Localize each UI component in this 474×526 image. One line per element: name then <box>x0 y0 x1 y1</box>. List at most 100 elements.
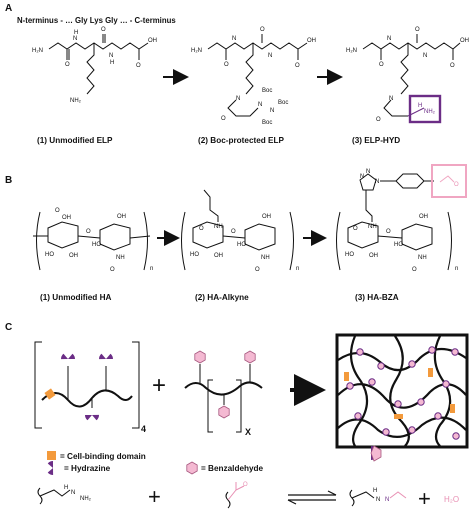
atom-label: OH <box>369 253 378 259</box>
atom-label: O <box>450 63 455 69</box>
cell-binding-swatch <box>47 451 56 460</box>
atom-label: H <box>373 488 377 494</box>
atom-label: O <box>110 267 115 273</box>
atom-label: HO <box>45 252 54 258</box>
ha-alkyne-structure: NH O O HO OH HO OH NH O n <box>181 189 299 273</box>
atom-label: NH <box>214 224 223 230</box>
atom-label: OH <box>419 214 428 220</box>
hydrogel-network <box>335 333 469 449</box>
repeat-n: n <box>455 266 458 272</box>
atom-label: O <box>415 27 420 33</box>
atom-label: N <box>375 179 379 185</box>
atom-label: N <box>387 36 391 42</box>
atom-label: N <box>360 174 364 180</box>
atom-label: H₂N <box>346 48 357 54</box>
benzaldehyde-highlight-box <box>431 164 467 198</box>
atom-label: N <box>270 108 274 114</box>
atom-label: N <box>232 36 236 42</box>
caption-boc-protected-elp: (2) Boc-protected ELP <box>198 136 285 145</box>
crosslink-equation: H N NH₂ + O H N N + H₂O <box>37 445 459 511</box>
atom-label: O <box>243 482 248 488</box>
ha-bza-structure: N N N NH O O O HO OH HO OH NH O n <box>336 164 467 273</box>
hydrazine-highlight-box <box>408 94 442 124</box>
legend-benzaldehyde: = Benzaldehyde <box>201 464 264 473</box>
hydrazine-icon <box>46 461 54 476</box>
network-cell-binding-markers <box>344 368 455 419</box>
atom-label: O <box>136 63 141 69</box>
panel-a: A N-terminus - … Gly Lys Gly … - C-termi… <box>5 3 469 145</box>
panel-a-sequence: N-terminus - … Gly Lys Gly … - C-terminu… <box>17 16 176 25</box>
network-crosslink-nodes <box>346 346 460 440</box>
atom-label: O <box>412 267 417 273</box>
benzaldehyde-icon <box>194 350 206 364</box>
atom-label: N <box>258 102 262 108</box>
atom-label: H₂N <box>32 48 43 54</box>
atom-label: HO <box>394 242 403 248</box>
atom-label: NH₂ <box>80 496 92 502</box>
atom-label: HO <box>345 252 354 258</box>
repeat-count: X <box>245 427 251 437</box>
atom-label: OH <box>69 253 78 259</box>
ha-unmodified-structure: O OH O HO OH HO OH NH O n <box>33 208 153 273</box>
atom-label: OH <box>214 253 223 259</box>
atom-label: O <box>231 229 236 235</box>
atom-label: OH <box>117 214 126 220</box>
atom-label: H <box>74 30 78 36</box>
atom-label: N <box>389 96 393 102</box>
atom-label: N <box>366 169 370 175</box>
atom-label: Boc <box>262 120 272 126</box>
caption-unmodified-ha: (1) Unmodified HA <box>40 293 111 302</box>
atom-label: O <box>295 63 300 69</box>
atom-label: O <box>255 267 260 273</box>
atom-label: NH₂ <box>70 98 82 104</box>
atom-label: NH <box>261 255 270 261</box>
atom-label: NH <box>116 255 125 261</box>
atom-label: N <box>109 53 113 59</box>
caption-elp-hyd: (3) ELP-HYD <box>352 136 400 145</box>
atom-label: H <box>110 60 114 66</box>
atom-label: O <box>55 208 60 214</box>
legend: = Cell-binding domain = Hydrazine = Benz… <box>46 451 264 476</box>
atom-label: O <box>101 27 106 33</box>
atom-label: Boc <box>278 100 288 106</box>
atom-label: O <box>386 229 391 235</box>
atom-label: O <box>454 182 459 188</box>
atom-label: OH <box>307 38 316 44</box>
atom-label: HO <box>92 242 101 248</box>
caption-ha-alkyne: (2) HA-Alkyne <box>195 293 249 302</box>
elp-hyd-chain: 4 <box>34 341 146 434</box>
panel-c-label: C <box>5 322 12 333</box>
atom-label: H <box>418 103 422 109</box>
atom-label: O <box>86 229 91 235</box>
caption-unmodified-elp: (1) Unmodified ELP <box>37 136 113 145</box>
atom-label: O <box>65 62 70 68</box>
atom-label: N <box>236 96 240 102</box>
elp-boc-structure: H₂N O N O N O OH N O N N Boc Boc Boc <box>191 27 316 126</box>
ha-bza-chain: X <box>184 350 263 437</box>
atom-label: O <box>379 62 384 68</box>
atom-label: N <box>268 53 272 59</box>
atom-label: O <box>260 27 265 33</box>
atom-label: NH₂ <box>424 109 436 115</box>
atom-label: HO <box>237 242 246 248</box>
hydrazine-icon <box>60 352 75 360</box>
svg-text:+: + <box>418 486 431 511</box>
atom-label: N <box>385 497 389 503</box>
panel-a-label: A <box>5 3 12 14</box>
product-icon <box>370 445 382 462</box>
atom-label: OH <box>460 38 469 44</box>
atom-label: O <box>224 62 229 68</box>
hydrazine-icon <box>85 414 100 422</box>
svg-text:+: + <box>148 484 161 509</box>
atom-label: N <box>376 497 380 503</box>
caption-ha-bza: (3) HA-BZA <box>355 293 399 302</box>
atom-label: OH <box>262 214 271 220</box>
water-product: H₂O <box>444 495 459 504</box>
elp-unmodified-structure: H₂N O N H O N H O OH NH₂ <box>32 27 157 104</box>
atom-label: Boc <box>262 88 272 94</box>
elp-hyd-structure: H₂N O N O N O OH N O H NH₂ <box>346 27 469 124</box>
atom-label: H <box>64 485 68 491</box>
atom-label: N <box>423 53 427 59</box>
atom-label: OH <box>62 215 71 221</box>
benzaldehyde-icon <box>218 405 230 419</box>
